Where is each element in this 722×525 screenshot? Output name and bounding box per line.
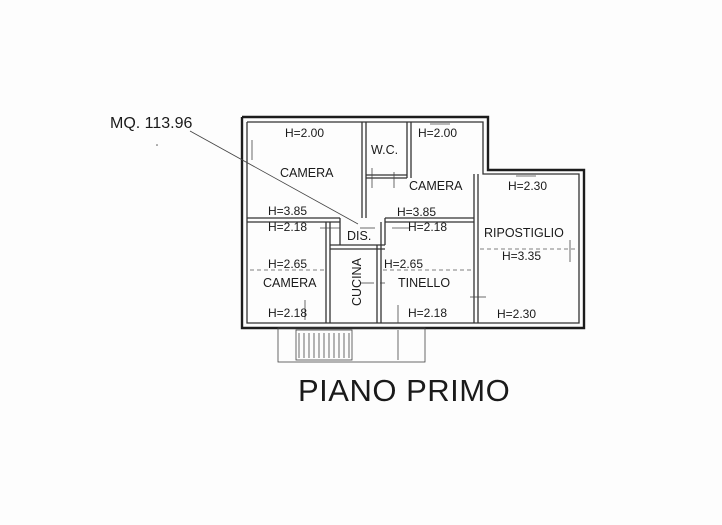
camera-top-right-name: CAMERA	[409, 179, 463, 193]
outer-walls	[240, 115, 586, 330]
camera-top-left-name: CAMERA	[280, 166, 334, 180]
ripostiglio-name: RIPOSTIGLIO	[484, 226, 564, 240]
cucina-name: CUCINA	[350, 257, 364, 306]
tinello-name: TINELLO	[398, 276, 450, 290]
balcony-stairs	[277, 327, 426, 363]
camera-top-left-height: H=2.00	[285, 126, 324, 140]
tinello-height-mid: H=2.65	[384, 257, 423, 271]
area-label: MQ. 113.96	[110, 115, 193, 132]
camera-top-right-height: H=2.00	[418, 126, 457, 140]
area-leader-dot	[156, 144, 158, 146]
floor-title: PIANO PRIMO	[298, 373, 510, 408]
ripostiglio-height: H=2.30	[508, 179, 547, 193]
interior-walls	[247, 122, 479, 323]
ripostiglio-height-mid: H=3.35	[502, 249, 541, 263]
camera-top-right-height-bottom: H=3.85	[397, 205, 436, 219]
tinello-height-top: H=2.18	[408, 220, 447, 234]
tinello-height-bottom: H=2.18	[408, 306, 447, 320]
camera-bottom-left-height-top: H=2.18	[268, 220, 307, 234]
dis-name: DIS.	[347, 229, 371, 243]
beam-lines	[250, 248, 577, 271]
camera-bottom-left-height-bottom: H=2.18	[268, 306, 307, 320]
ripostiglio-height-bottom: H=2.30	[497, 307, 536, 321]
camera-bottom-left-name: CAMERA	[263, 276, 317, 290]
wc-name: W.C.	[371, 143, 398, 157]
camera-bottom-left-height-mid: H=2.65	[268, 257, 307, 271]
camera-top-left-height-bottom: H=3.85	[268, 204, 307, 218]
area-leader-line	[189, 130, 359, 225]
opening-marks	[251, 123, 571, 323]
